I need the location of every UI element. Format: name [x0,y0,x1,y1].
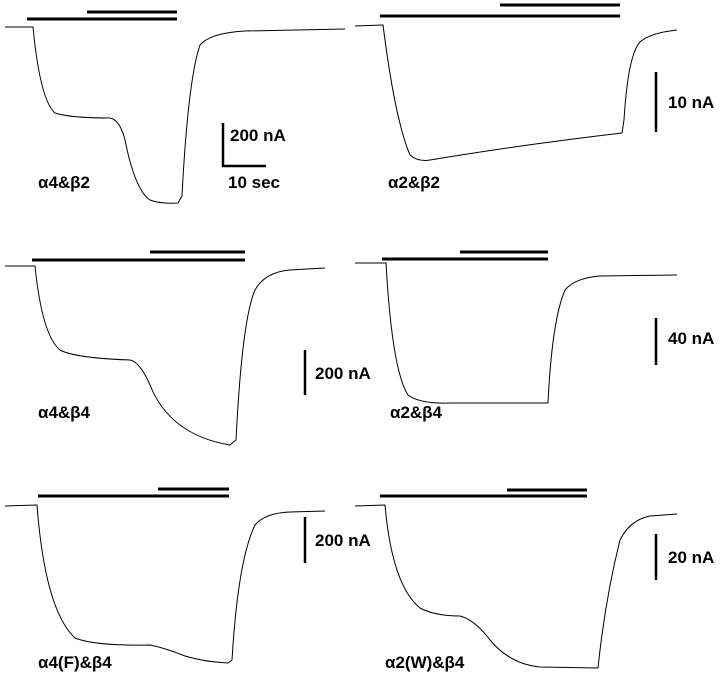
scale-current-label: 200 nA [230,126,286,145]
panel-a4F-b4: 200 nA α4(F)&β4 [4,487,371,672]
current-trace [4,504,326,664]
panel-label: α4(F)&β4 [38,653,112,672]
panel-a2-b4: 40 nA α2&β4 [355,250,714,422]
panel-a4-b4: 200 nA α4&β4 [5,250,371,446]
panel-label: α2&β2 [388,173,440,192]
scale-current-label: 10 nA [668,93,714,112]
scale-time-label: 10 sec [228,173,280,192]
current-trace [354,24,678,161]
panel-a2W-b4: 20 nA α2(W)&β4 [354,488,714,672]
panel-a2-b2: 10 nA α2&β2 [354,3,714,192]
current-trace [5,265,326,446]
scale-current-label: 40 nA [668,329,714,348]
panel-label: α4&β2 [38,173,90,192]
panel-a4-b2: 200 nA 10 sec α4&β2 [5,10,346,204]
panel-label: α2&β4 [390,403,443,422]
scale-current-label: 200 nA [315,531,371,550]
scale-current-label: 20 nA [668,548,714,567]
current-trace [355,262,678,404]
current-trace [5,26,346,204]
scale-current-label: 200 nA [315,364,371,383]
panel-label: α4&β4 [38,403,91,422]
current-trace [354,504,678,669]
panel-label: α2(W)&β4 [385,653,465,672]
